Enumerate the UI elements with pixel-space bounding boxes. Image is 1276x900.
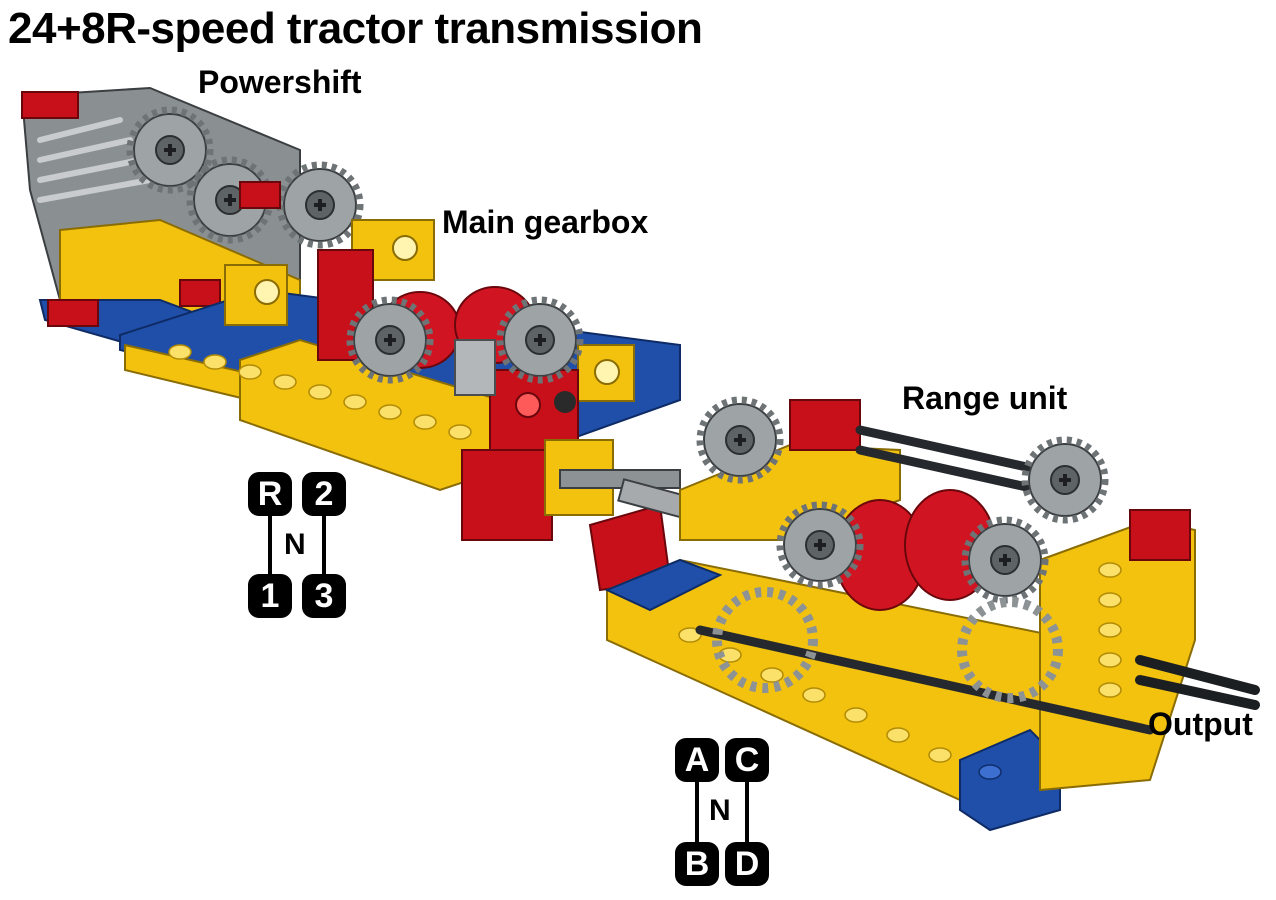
shift-key-a: A [675, 738, 719, 782]
powershift-unit [20, 86, 360, 352]
shift-key-b: B [675, 842, 719, 886]
gate-line-right [322, 514, 326, 574]
main-gearbox-unit [119, 219, 681, 541]
label-powershift: Powershift [198, 64, 362, 100]
shift-key-3: 3 [302, 574, 346, 618]
gate-line-right [745, 780, 749, 842]
label-main-gearbox: Main gearbox [442, 204, 649, 240]
shift-key-d: D [725, 842, 769, 886]
shift-neutral-n: N [284, 528, 306, 561]
label-output: Output [1148, 706, 1253, 742]
label-range-unit: Range unit [902, 380, 1068, 416]
shift-neutral-n: N [709, 794, 731, 827]
gate-line-left [268, 514, 272, 574]
shift-key-1: 1 [248, 574, 292, 618]
shift-key-2: 2 [302, 472, 346, 516]
shift-key-c: C [725, 738, 769, 782]
gate-line-left [695, 780, 699, 842]
page-title: 24+8R-speed tractor transmission [8, 4, 703, 53]
range-unit [604, 400, 1260, 832]
shift-key-r: R [248, 472, 292, 516]
